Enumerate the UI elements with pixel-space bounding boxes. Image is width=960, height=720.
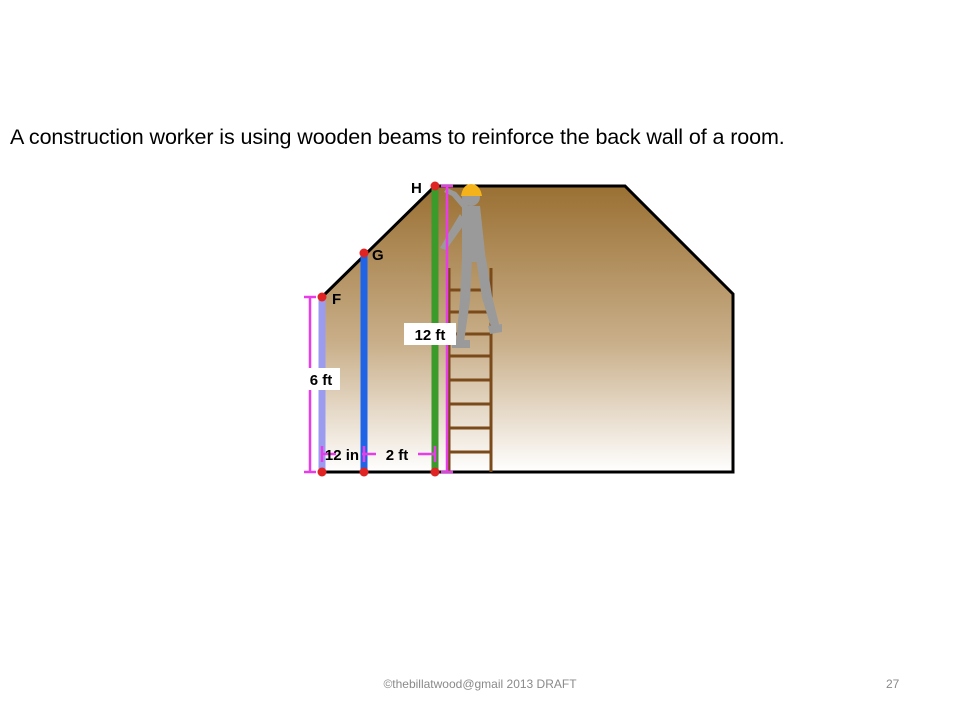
point-label-f: F [332, 291, 341, 308]
point-label-g: G [372, 247, 384, 264]
room-back-wall [320, 184, 735, 474]
hard-hat-icon [461, 184, 482, 196]
endpoint-dots [317, 181, 440, 477]
dimension-12ft: 12 ft [415, 327, 446, 344]
dimension-6ft: 6 ft [310, 372, 333, 389]
footer-copyright: ©thebillatwood@gmail 2013 DRAFT [383, 677, 577, 691]
dimension-12in: 12 in [325, 447, 359, 464]
problem-text: A construction worker is using wooden be… [10, 125, 785, 149]
slide-footer: ©thebillatwood@gmail 2013 DRAFT 27 [0, 677, 960, 697]
dimension-2ft: 2 ft [386, 447, 409, 464]
point-label-h: H [411, 180, 422, 197]
page-number: 27 [886, 677, 900, 691]
